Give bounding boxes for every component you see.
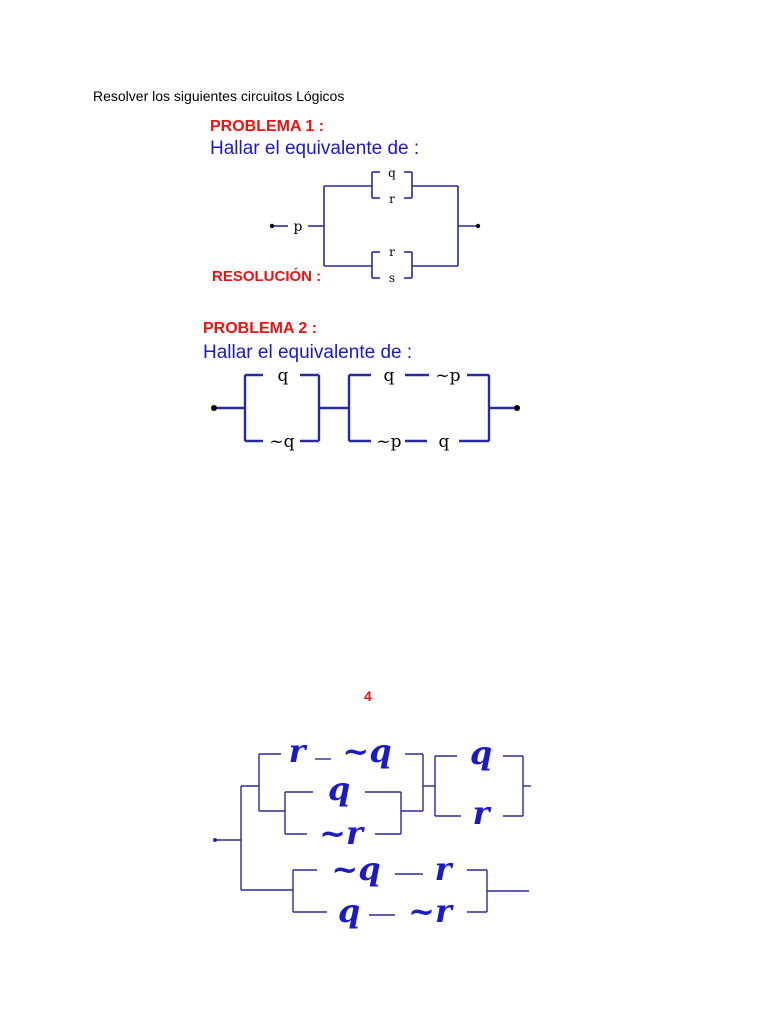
p4-low2-b: ~r <box>408 892 454 930</box>
p2-block2-top-b: ~p <box>435 366 460 386</box>
terminal-right <box>475 223 481 229</box>
p4-right-bottom: r <box>473 794 492 832</box>
p4-r1-a: r <box>289 732 308 770</box>
p4-low1-b: r <box>435 850 454 888</box>
problem2-subtitle: Hallar el equivalente de : <box>203 342 413 363</box>
problem1-subtitle: Hallar el equivalente de : <box>210 138 420 159</box>
p4-low1-a: ~q <box>331 850 380 888</box>
p2-block2-bottom-a: ~p <box>376 432 401 452</box>
p1-lower-1: r <box>389 245 395 259</box>
problem4-label: 4 <box>364 688 372 704</box>
p1-upper-2: r <box>389 192 395 206</box>
p2-block1-top: q <box>278 366 289 386</box>
terminal-left <box>269 223 275 229</box>
p4-r1-b: ~q <box>342 732 391 770</box>
p2-terminal-right <box>514 405 520 411</box>
problem2-circuit: q ~q q ~p ~p q <box>211 366 520 452</box>
p1-lower-2: s <box>389 271 395 285</box>
p1-upper-1: q <box>388 166 396 180</box>
p2-block2-top-a: q <box>384 366 395 386</box>
p4-right-top: q <box>470 734 492 772</box>
problem1-title: PROBLEMA 1 : <box>210 118 325 135</box>
p4-terminal-left <box>213 838 217 842</box>
p2-block2-bottom-b: q <box>439 432 450 452</box>
problem2-title: PROBLEMA 2 : <box>203 320 318 337</box>
problem1-circuit: p q r r s <box>269 166 481 285</box>
problem4-circuit: r ~q q ~r q r ~q r q ~r <box>213 732 531 930</box>
p2-terminal-left <box>211 405 217 411</box>
problem1-resolution: RESOLUCIÓN : <box>212 268 322 285</box>
p4-inner-top: q <box>328 770 350 808</box>
p2-block1-bottom: ~q <box>269 432 294 452</box>
p4-low2-a: q <box>338 892 360 930</box>
intro-text: Resolver los siguientes circuitos Lógico… <box>93 88 345 104</box>
p4-inner-bottom: ~r <box>319 814 365 852</box>
p1-input: p <box>294 219 303 235</box>
